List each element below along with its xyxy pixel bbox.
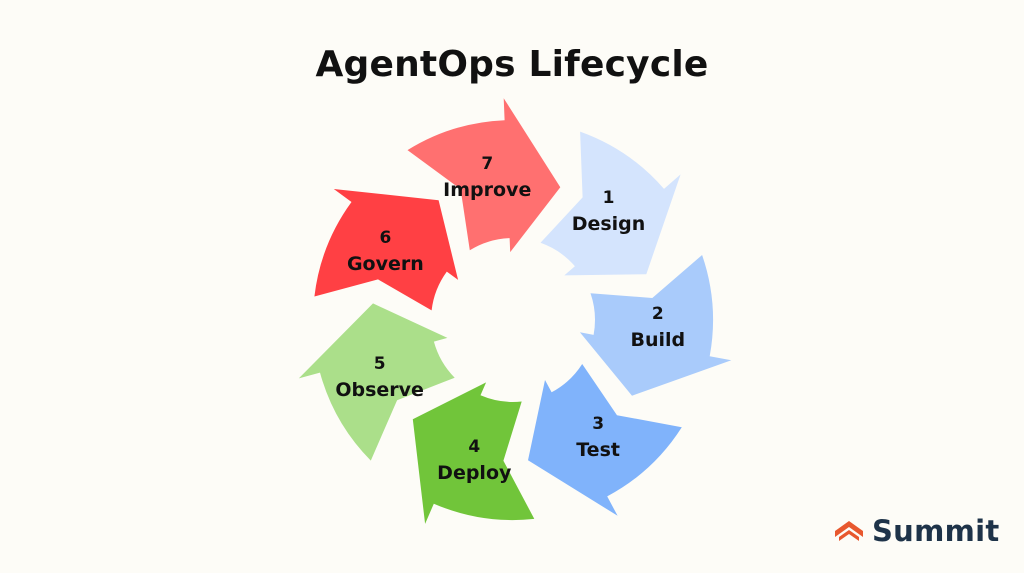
stage-arrow-deploy [412,382,535,524]
brand-logo: Summit [834,514,1000,548]
stage-arrow-improve [407,98,561,253]
stage-arrow-test [528,364,682,516]
stage-number: 2 [651,303,664,324]
stage-number: 6 [379,228,392,249]
stage-number: 1 [602,187,615,208]
stage-number: 7 [481,154,494,175]
stage-number: 3 [592,414,605,435]
stage-arrow-observe [298,303,455,461]
stage-name: Improve [443,179,532,202]
stage-number: 5 [373,353,386,374]
stage-arrow-govern [314,189,459,311]
stage-name: Govern [346,253,424,276]
stage-name: Design [571,212,646,235]
stage-name: Observe [335,378,424,401]
stage-name: Deploy [437,461,512,484]
summit-chevron-icon [835,521,863,541]
stage-name: Build [630,328,686,351]
stage-arrow-design [540,131,681,276]
stage-arrow-build [579,255,732,396]
stage-name: Test [576,439,620,462]
diagram-title: AgentOps Lifecycle [315,44,709,85]
brand-name: Summit [872,514,1000,548]
stage-number: 4 [468,436,481,457]
